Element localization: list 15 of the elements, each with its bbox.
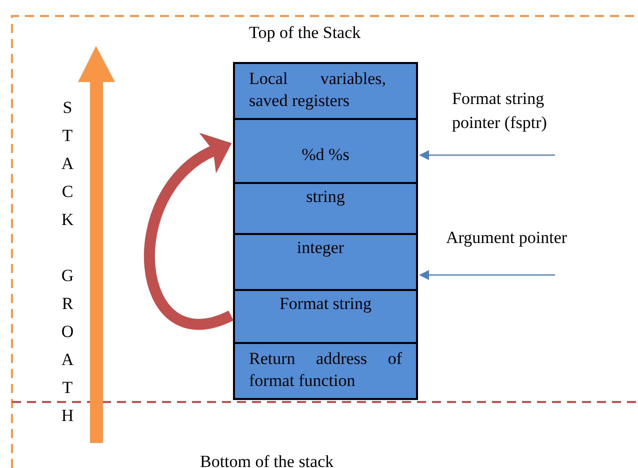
stack-frame-cell: Return address of format function <box>233 342 418 400</box>
text-label: Format string pointer (fsptr) <box>452 88 548 134</box>
stack-frame-cell: Format string <box>233 289 418 344</box>
text-label: Top of the Stack <box>249 22 361 44</box>
text-label: Argument pointer <box>446 227 568 249</box>
stack-frame-cell: integer <box>233 233 418 291</box>
text-label: Bottom of the stack <box>200 451 334 468</box>
vertical-label: STACK <box>60 97 75 231</box>
pointer-arrow <box>419 270 555 280</box>
curved-arrow <box>144 134 233 329</box>
vertical-label: GROATH <box>60 265 75 427</box>
stack-frame-cell: string <box>233 182 418 235</box>
pointer-arrow <box>419 150 555 160</box>
stack-frame-cell: Local variables, saved registers <box>233 62 418 120</box>
stack-frame-cell: %d %s <box>233 118 418 184</box>
